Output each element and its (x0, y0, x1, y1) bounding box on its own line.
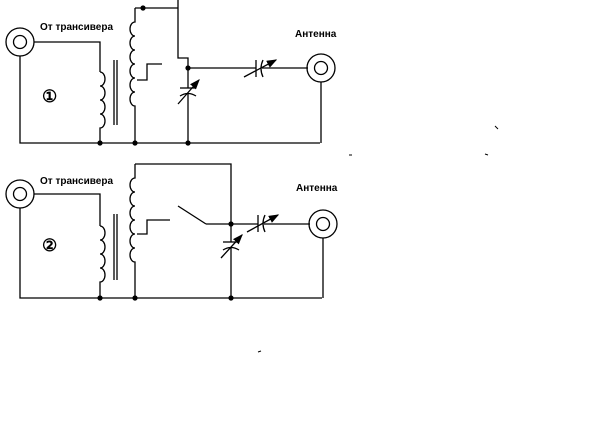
circuit-number-2: ② (42, 236, 58, 255)
tune-capacitor-1 (177, 68, 200, 143)
circuit-1 (5, 0, 336, 146)
secondary-coil-2 (129, 164, 136, 298)
secondary-coil-1 (129, 8, 136, 143)
tune-capacitor-2 (220, 224, 243, 298)
top-link-2 (135, 163, 232, 224)
input-connector-2 (5, 179, 35, 209)
antenna-connector-1 (306, 53, 336, 83)
output-label-2: Антенна (296, 183, 338, 194)
input-label-2: От трансивера (40, 176, 114, 187)
circuit-2 (5, 163, 338, 301)
primary-coil-1 (99, 71, 106, 143)
switch-2 (177, 205, 207, 225)
circuit-number-1: ① (42, 87, 58, 106)
junction-dots-1 (97, 5, 191, 146)
input-wiring-2 (19, 193, 322, 299)
series-capacitor-2 (246, 214, 280, 233)
primary-coil-2 (99, 225, 106, 298)
stray-marks (257, 125, 499, 353)
coil-tap-2 (137, 219, 170, 235)
series-capacitor-1 (243, 59, 278, 78)
input-connector-1 (5, 27, 35, 57)
input-label-1: От трансивера (40, 22, 114, 33)
antenna-connector-2 (308, 209, 338, 239)
output-label-1: Антенна (295, 29, 337, 40)
input-wiring-1 (19, 41, 320, 144)
junction-dots-2 (97, 221, 234, 301)
output-link-1 (177, 0, 189, 68)
coil-tap-1 (137, 63, 162, 81)
